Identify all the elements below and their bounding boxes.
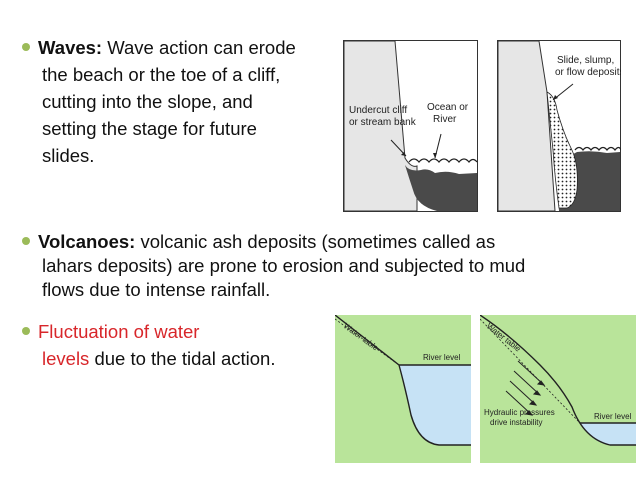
undercut-rock <box>405 165 477 211</box>
water-table-line <box>335 318 400 366</box>
water-table-line <box>480 318 581 424</box>
undercut-label-2: or stream bank <box>349 117 417 128</box>
hydraulic-label-1: Hydraulic pressures <box>484 408 555 417</box>
volcanoes-line-2: lahars deposits) are prone to erosion an… <box>42 255 526 276</box>
volcanoes-heading: Volcanoes: <box>38 231 136 252</box>
fluctuation-line-2: due to the tidal action. <box>89 348 276 369</box>
waves-line-3: cutting into the slope, and <box>42 91 253 112</box>
waves-bullet: Waves: Wave action can erode the beach o… <box>22 34 296 169</box>
fluctuation-line-1: Fluctuation of water <box>38 321 200 342</box>
fluctuation-levels: levels <box>42 348 90 369</box>
river-level-label: River level <box>594 412 632 421</box>
water-body <box>399 365 471 445</box>
slide-label-1: Slide, slump, <box>557 55 614 66</box>
water-body <box>580 423 636 445</box>
waves-line-5: slides. <box>42 145 95 166</box>
water-table-diagram-high: Water table River level <box>335 315 471 463</box>
volcanoes-bullet: Volcanoes: volcanic ash deposits (someti… <box>22 230 525 302</box>
slide-label-2: or flow deposits <box>555 67 621 78</box>
wave-line <box>574 146 621 152</box>
slide-deposit-diagram: Slide, slump, or flow deposits <box>497 40 621 212</box>
cliff-shape <box>497 40 556 212</box>
waves-line-2: the beach or the toe of a cliff, <box>42 64 281 85</box>
volcanoes-line-1: volcanic ash deposits (sometimes called … <box>140 231 496 252</box>
slide-deposit <box>546 91 578 209</box>
bullet-icon <box>22 327 30 336</box>
water-table-diagram-low: Water table Hydraulic pressures drive in… <box>480 315 636 463</box>
volcanoes-line-3: flows due to intense rainfall. <box>42 279 271 300</box>
slope-line <box>335 315 471 446</box>
pressure-arrows <box>505 360 546 416</box>
hydraulic-label-2: drive instability <box>490 418 542 427</box>
ocean-label-1: Ocean or <box>427 102 469 113</box>
waves-line-4: setting the stage for future <box>42 118 257 139</box>
waves-heading: Waves: <box>38 37 103 58</box>
river-level-label: River level <box>423 353 461 362</box>
wave-line <box>408 158 478 164</box>
waves-line-1: Wave action can erode <box>107 37 296 58</box>
undercut-label-1: Undercut cliff <box>349 105 407 116</box>
fluctuation-bullet: Fluctuation of water levels due to the t… <box>22 318 275 372</box>
undercut-cliff-diagram: Undercut cliff or stream bank Ocean or R… <box>343 40 478 212</box>
slope-line <box>480 315 636 446</box>
bullet-icon <box>22 237 30 246</box>
ocean-label-2: River <box>433 114 457 125</box>
bullet-icon <box>22 43 30 52</box>
